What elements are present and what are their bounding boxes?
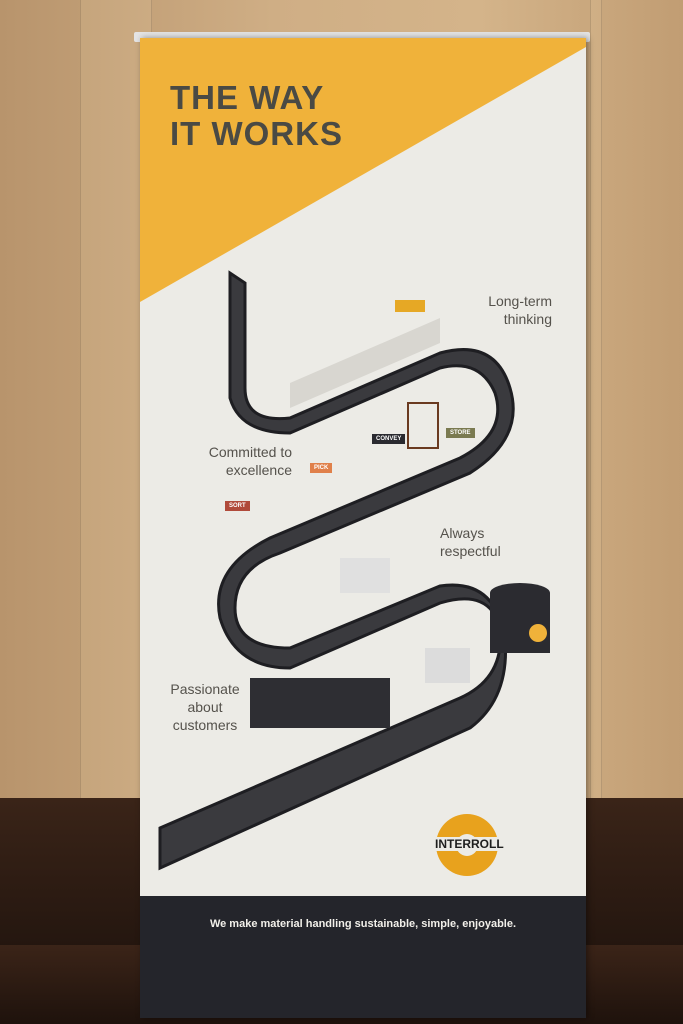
banner-title: THE WAY IT WORKS	[170, 80, 343, 152]
sign-pick: PICK	[310, 463, 333, 473]
sign-sort: SORT	[225, 501, 250, 511]
sign-store: STORE	[446, 428, 475, 438]
drum-logo	[529, 624, 547, 642]
rack	[407, 402, 439, 449]
machine	[425, 648, 470, 683]
title-line-1: THE WAY	[170, 79, 325, 116]
sign-convey: CONVEY	[372, 434, 406, 444]
title-line-2: IT WORKS	[170, 115, 343, 152]
conveyor-belt	[158, 270, 515, 871]
caption-always-respectful: Always respectful	[440, 525, 501, 559]
office	[250, 678, 390, 728]
wall-pilaster	[590, 0, 602, 830]
conveyor-illustration	[158, 270, 550, 871]
caption-committed-to-excellence: Committed to excellence	[208, 444, 292, 478]
caption-passionate-about-customers: Passionate about customers	[170, 681, 240, 733]
mountain-platform	[290, 318, 440, 408]
rollup-banner: THE WAY IT WORKS SORT PICK CONVEY STORE …	[140, 38, 586, 1018]
drum-body	[490, 593, 550, 653]
caption-long-term-thinking: Long-term thinking	[488, 293, 552, 327]
building	[340, 558, 390, 593]
banner-footer	[140, 896, 586, 1018]
banner-top-bar	[134, 32, 590, 42]
banner-tagline: We make material handling sustainable, s…	[209, 918, 517, 930]
interroll-logo-text: INTERROLL	[434, 837, 505, 851]
crane	[395, 300, 425, 312]
